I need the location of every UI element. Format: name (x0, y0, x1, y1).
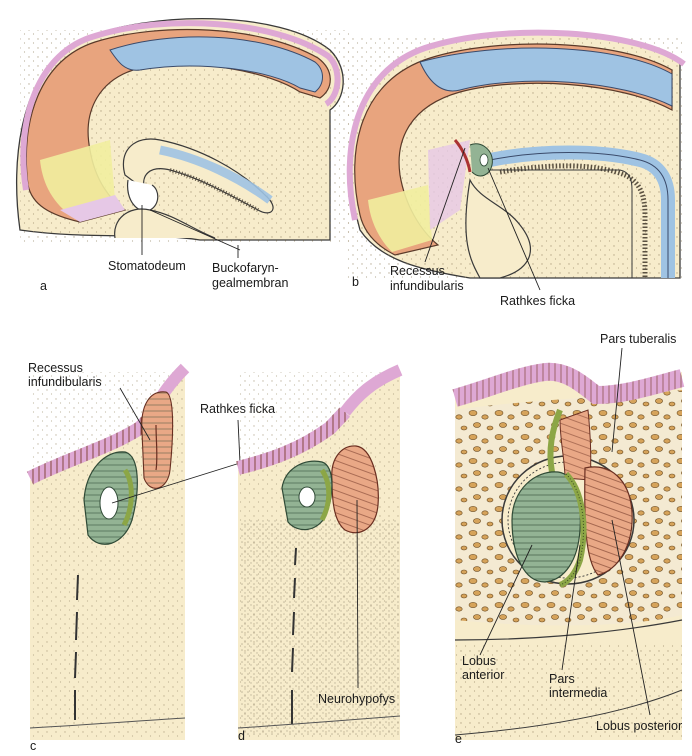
label-buckofaryngealmembran-line2: gealmembran (212, 276, 288, 290)
panel-c-letter: c (30, 739, 36, 753)
label-stomatodeum: Stomatodeum (108, 259, 186, 273)
label-pars-intermedia-line1: Pars (549, 672, 575, 686)
panel-a-drawing (16, 17, 350, 251)
panel-d-drawing (236, 364, 403, 740)
label-recessus-b-line1: Recessus (390, 264, 445, 278)
label-pars-tuberalis: Pars tuberalis (600, 332, 676, 346)
label-rathkes-ficka-b: Rathkes ficka (500, 294, 575, 308)
panel-d-letter: d (238, 729, 245, 743)
panel-a-letter: a (40, 279, 47, 293)
panel-b-letter: b (352, 275, 359, 289)
panel-c-drawing (26, 363, 190, 740)
panel-b-drawing (345, 29, 686, 280)
label-recessus-c-line2: infundibularis (28, 375, 102, 389)
label-recessus-b-line2: infundibularis (390, 279, 464, 293)
label-pars-intermedia-line2: intermedia (549, 686, 607, 700)
label-buckofaryngealmembran-line1: Buckofaryn- (212, 261, 279, 275)
label-lobus-anterior-line2: anterior (462, 668, 504, 682)
label-recessus-c-line1: Recessus (28, 361, 83, 375)
panel-e-letter: e (455, 732, 462, 746)
panel-e-drawing (452, 362, 685, 740)
label-lobus-posterior: Lobus posterior (596, 719, 682, 733)
label-lobus-anterior-line1: Lobus (462, 654, 496, 668)
label-neurohypofys: Neurohypofys (318, 692, 395, 706)
